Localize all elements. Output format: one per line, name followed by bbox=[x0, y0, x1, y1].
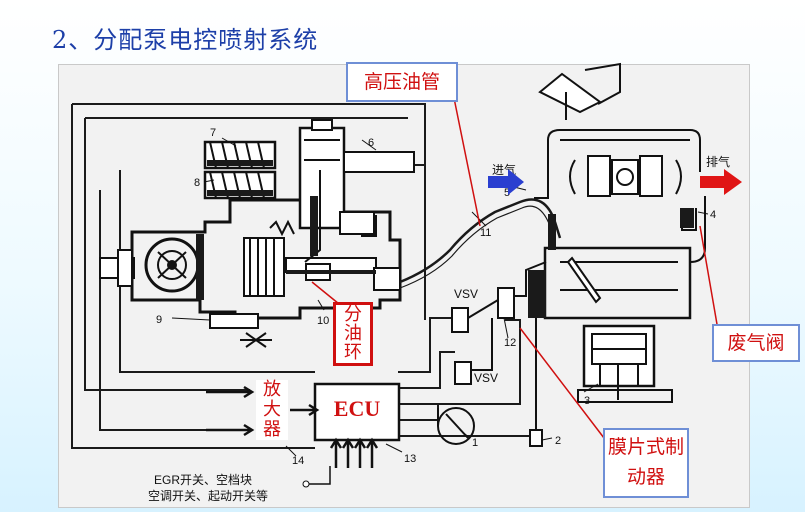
vsv-top-label: VSV bbox=[454, 287, 478, 301]
vsv-valves bbox=[451, 261, 547, 447]
switches-line-2: 空调开关、起动开关等 bbox=[148, 489, 268, 503]
part-number-7: 7 bbox=[210, 127, 216, 139]
ecu-label: ECU bbox=[333, 396, 381, 421]
part-number-9: 9 bbox=[156, 314, 162, 326]
vsv-bottom-label: VSV bbox=[474, 371, 498, 385]
part-number-11: 11 bbox=[480, 227, 491, 239]
switches-line-1: EGR开关、空档块 bbox=[154, 473, 252, 487]
part-number-2: 2 bbox=[555, 435, 561, 447]
callout-leader-lines bbox=[311, 97, 719, 439]
accelerator-pedal bbox=[538, 62, 621, 120]
high-pressure-pipe-callout: 高压油管 bbox=[346, 62, 458, 102]
part-number-10: 10 bbox=[317, 315, 329, 327]
ecu-wiring bbox=[206, 382, 401, 468]
part-number-1: 1 bbox=[472, 437, 478, 449]
exhaust-arrow-icon bbox=[700, 169, 742, 195]
exhaust-valve-callout: 废气阀 bbox=[712, 324, 800, 362]
engine-shading bbox=[528, 208, 694, 318]
distributor-pump bbox=[99, 119, 415, 348]
high-pressure-pipe-line bbox=[399, 198, 562, 284]
position-sensor bbox=[437, 407, 475, 445]
part-number-8: 8 bbox=[194, 177, 200, 189]
part-number-14: 14 bbox=[292, 455, 304, 467]
spill-ring-callout: 分油环 bbox=[333, 302, 373, 366]
part-number-12: 12 bbox=[504, 337, 516, 349]
wiring-frame bbox=[71, 103, 541, 449]
engine-assembly bbox=[534, 129, 706, 403]
exhaust-label: 排气 bbox=[706, 154, 730, 169]
diaphragm-brake-callout: 膜片式制动器 bbox=[603, 428, 689, 498]
intake-arrow-icon bbox=[488, 169, 524, 195]
part-number-4: 4 bbox=[710, 209, 716, 221]
part-number-labels: 7 8 6 9 10 11 12 1 2 3 4 5 13 14 bbox=[156, 127, 716, 467]
slide-title: 2、分配泵电控喷射系统 bbox=[52, 26, 319, 54]
part-number-3: 3 bbox=[584, 395, 590, 407]
part-leaders bbox=[171, 137, 709, 457]
switch-input-terminal bbox=[302, 480, 310, 488]
amplifier-callout: 放大器 bbox=[256, 380, 288, 440]
part-number-6: 6 bbox=[368, 137, 374, 149]
airflow-labels: 进气 排气 VSV VSV EGR开关、空档块 空调开关、起动开关等 bbox=[148, 154, 730, 503]
part-number-13: 13 bbox=[404, 453, 416, 465]
pump-shading bbox=[196, 160, 376, 300]
part-number-5: 5 bbox=[504, 187, 510, 199]
